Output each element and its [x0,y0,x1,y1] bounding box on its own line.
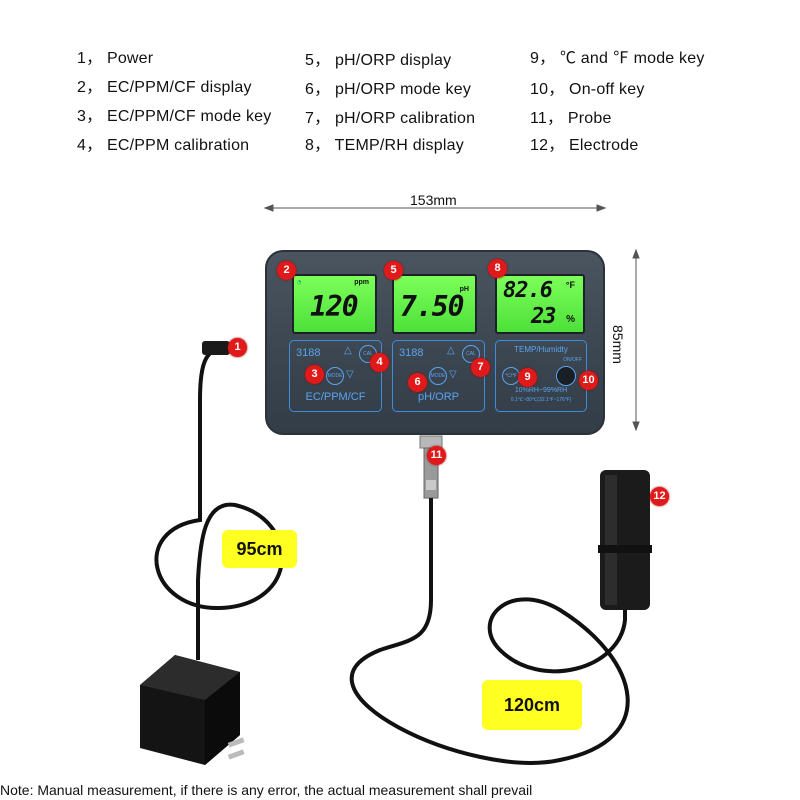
legend-item-ec-display: 2， EC/PPM/CF display [77,79,252,96]
electrode [598,470,652,610]
ec-mode-key[interactable]: MODE [326,367,344,385]
up-arrow-icon: △ [447,345,455,356]
marker-1: 1 [228,338,247,357]
ph-display: pH 7.50 [392,274,477,334]
marker-7: 7 [471,358,490,377]
temp-unit: °F [565,280,575,290]
legend-item-ph-display: 5， pH/ORP display [305,52,452,69]
rh-unit: % [566,314,575,325]
legend-item-power: 1， Power [77,50,154,67]
onoff-label: ON/OFF [563,357,582,363]
meter-device: ◔ ppm 120 pH 7.50 82.6 °F 23 % 3188 △ CA… [265,250,605,435]
legend-item-ph-calibration: 7， pH/ORP calibration [305,110,476,127]
down-arrow-icon: ▽ [449,369,457,380]
legend-item-ph-mode-key: 6， pH/ORP mode key [305,81,472,98]
marker-4: 4 [370,353,389,372]
power-cable-length-tag: 95cm [222,530,297,568]
power-cable [154,346,284,660]
marker-9: 9 [518,368,537,387]
marker-11: 11 [427,446,446,465]
marker-12: 12 [650,487,669,506]
legend-item-onoff-key: 10， On-off key [530,81,645,98]
probe-cable-length-tag: 120cm [482,680,582,730]
power-connector [202,341,230,355]
marker-8: 8 [488,259,507,278]
height-dimension-line [632,248,640,432]
legend-item-ec-calibration: 4， EC/PPM calibration [77,137,250,154]
ph-panel-label: pH/ORP [418,391,459,403]
legend-item-electrode: 12， Electrode [530,137,639,154]
rh-value: 23 [531,304,556,329]
marker-3: 3 [305,365,324,384]
marker-5: 5 [384,261,403,280]
ec-display: ◔ ppm 120 [292,274,377,334]
ec-panel-id: 3188 [296,347,321,359]
ph-panel-id: 3188 [399,347,424,359]
temp-value: 82.6 [503,278,553,303]
ph-unit: pH [459,286,469,293]
rh-range: 10%RH~99%RH [514,387,568,394]
ec-unit: ppm [354,279,369,286]
legend-item-temp-mode-key: 9， ℃ and ℉ mode key [530,50,705,67]
legend-item-temp-display: 8， TEMP/RH display [305,137,464,154]
up-arrow-icon: △ [344,345,352,356]
ph-mode-key[interactable]: MODE [429,367,447,385]
marker-6: 6 [408,373,427,392]
temp-range: 0.1℃~80℃(32.1℉~176℉) [510,397,572,403]
height-label: 85mm [610,325,626,364]
legend-item-ec-mode-key: 3， EC/PPM/CF mode key [77,108,272,125]
footnote: Note: Manual measurement, if there is an… [0,782,533,798]
ph-control-panel: 3188 △ CAL MODE ▽ pH/ORP [392,340,485,412]
power-adapter [140,655,245,765]
marker-2: 2 [277,261,296,280]
width-dimension-line [263,204,607,212]
temp-control-panel: TEMP/Humidty ON/OFF ℃/℉ 10%RH~99%RH 0.1℃… [495,340,587,412]
ec-control-panel: 3188 △ CAL MODE ▽ EC/PPM/CF [289,340,382,412]
wifi-icon: ◔ [297,278,302,286]
power-button[interactable] [556,366,576,386]
temp-panel-title: TEMP/Humidty [514,345,568,354]
width-label: 153mm [410,192,457,208]
ph-value: 7.50 [400,290,464,323]
marker-10: 10 [579,371,598,390]
temp-display: 82.6 °F 23 % [495,274,585,334]
legend-item-probe: 11， Probe [530,110,612,127]
down-arrow-icon: ▽ [346,369,354,380]
ec-panel-label: EC/PPM/CF [305,391,366,403]
ec-value: 120 [310,290,359,323]
